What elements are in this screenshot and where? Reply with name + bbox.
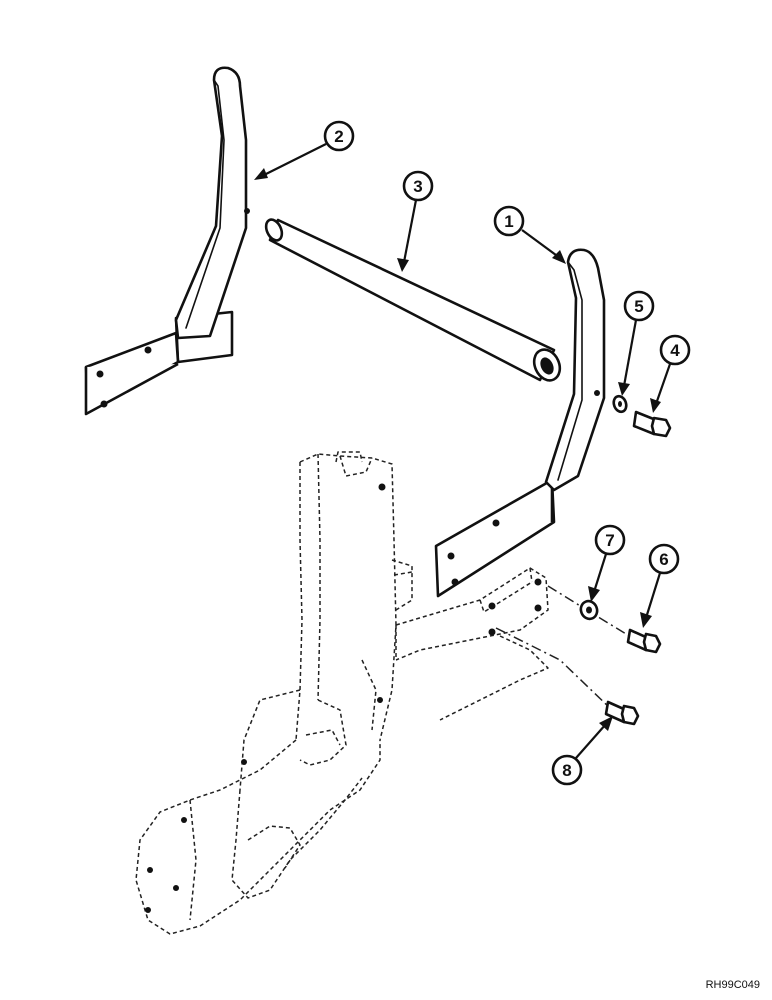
- callout-number: 7: [605, 531, 614, 550]
- callout-4: 4: [650, 334, 691, 413]
- mounting-bracket-outline: [135, 451, 549, 935]
- lock-washer-5: [612, 394, 628, 414]
- callout-number: 6: [659, 550, 668, 569]
- bolt-4: [632, 410, 672, 438]
- callout-2: 2: [254, 120, 355, 180]
- callout-3: 3: [397, 170, 434, 272]
- callout-number: 8: [562, 761, 571, 780]
- cross-tube-part: [264, 218, 562, 382]
- callout-1: 1: [493, 205, 566, 264]
- right-bracket-part: [434, 248, 606, 598]
- callout-7: 7: [588, 524, 626, 602]
- callout-8: 8: [551, 716, 613, 786]
- assembly-axis-lines: [495, 585, 637, 711]
- callout-number: 5: [634, 297, 643, 316]
- callout-number: 3: [413, 177, 422, 196]
- callout-5: 5: [618, 290, 655, 396]
- flat-washer-7: [579, 599, 599, 621]
- figure-code: RH99C049: [706, 979, 760, 991]
- left-bracket-part: [84, 66, 250, 416]
- callout-number: 4: [670, 341, 680, 360]
- callout-6: 6: [640, 543, 680, 628]
- callout-number: 1: [504, 212, 513, 231]
- bolt-6: [626, 628, 662, 654]
- bolt-8: [604, 700, 640, 726]
- callout-number: 2: [334, 127, 343, 146]
